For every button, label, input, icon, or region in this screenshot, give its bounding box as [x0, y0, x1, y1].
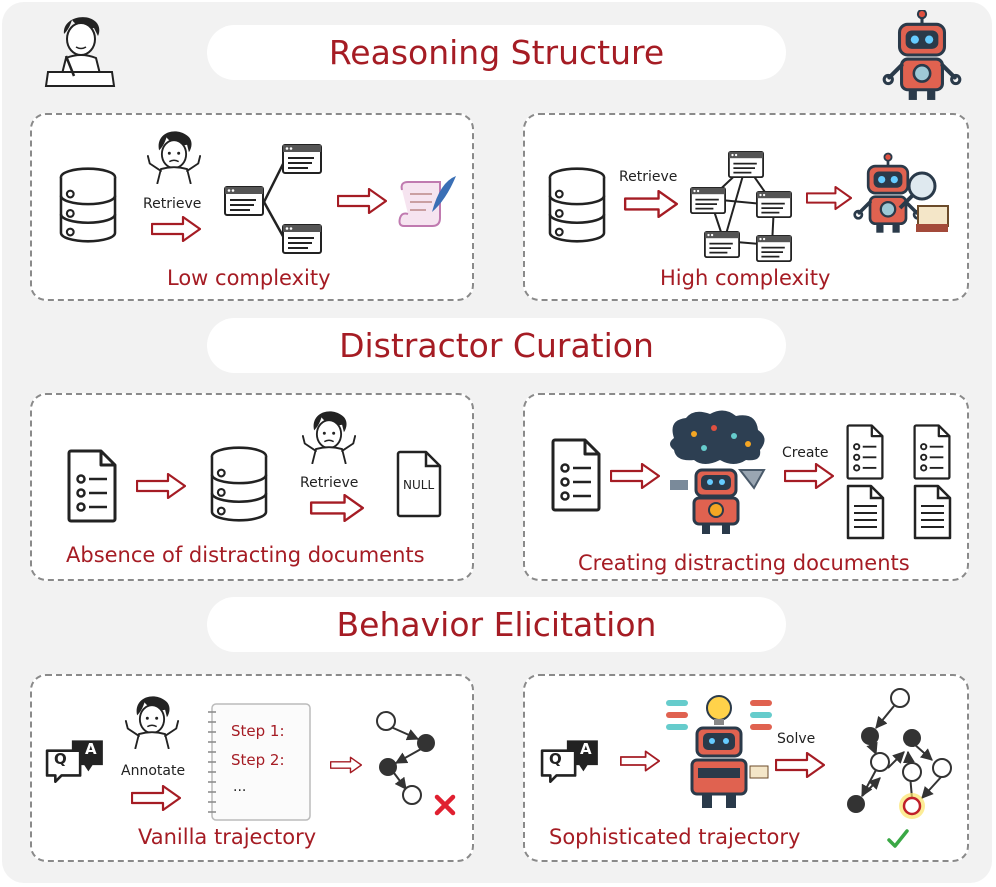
person-writing-icon: [44, 12, 116, 92]
arrow-icon: [806, 185, 852, 215]
arrow-icon: [610, 463, 660, 493]
scroll-quill-icon: [396, 172, 460, 236]
cross-icon: [434, 794, 456, 820]
caption-vanilla-trajectory: Vanilla trajectory: [138, 825, 317, 849]
caption-low-complexity: Low complexity: [167, 266, 331, 290]
annotate-label: Annotate: [121, 763, 186, 779]
caption-sophisticated-trajectory: Sophisticated trajectory: [549, 825, 801, 849]
shrug-person-icon: [124, 693, 180, 753]
arrow-icon: [131, 785, 181, 815]
notepad-icon: [206, 702, 312, 826]
robot-lightbulb-icon: [664, 688, 774, 820]
document-icon: [66, 449, 118, 527]
arrow-icon: [784, 463, 834, 493]
document-icon: [550, 438, 602, 516]
null-label: NULL: [403, 478, 435, 492]
null-document-icon: [396, 450, 442, 522]
database-icon: [204, 446, 274, 526]
create-label: Create: [782, 445, 829, 461]
a-letter: A: [85, 740, 97, 758]
robot-machine-icon: [664, 410, 774, 539]
section-title-distractor-curation: Distractor Curation: [207, 318, 786, 373]
arrow-icon: [620, 749, 660, 777]
retrieve-label: Retrieve: [300, 475, 359, 491]
section-title-behavior-elicitation: Behavior Elicitation: [207, 597, 786, 652]
caption-absence-distractors: Absence of distracting documents: [66, 543, 425, 567]
caption-creating-distractors: Creating distracting documents: [578, 551, 910, 575]
shrug-person-icon: [301, 408, 357, 468]
retrieve-label: Retrieve: [143, 196, 202, 212]
arrow-icon: [621, 190, 681, 222]
step-2-label: Step 2:: [231, 751, 285, 769]
lined-document-icon: [845, 484, 885, 544]
q-letter: Q: [549, 750, 562, 768]
step-1-label: Step 1:: [231, 722, 285, 740]
retrieved-pages-tree: [222, 140, 332, 264]
database-icon: [53, 167, 123, 247]
document-icon: [912, 424, 952, 484]
arrow-icon: [136, 473, 186, 503]
database-icon: [542, 167, 612, 247]
arrow-icon: [775, 752, 825, 782]
solve-label: Solve: [777, 731, 816, 747]
vanilla-graph-icon: [372, 705, 462, 819]
retrieved-pages-graph: [686, 143, 806, 271]
q-letter: Q: [54, 750, 67, 768]
retrieve-label: Retrieve: [619, 169, 678, 185]
shrug-person-icon: [146, 128, 202, 188]
a-letter: A: [580, 740, 592, 758]
lined-document-icon: [912, 484, 952, 544]
arrow-icon: [330, 753, 362, 781]
check-icon: [886, 828, 910, 854]
arrow-icon: [303, 494, 371, 526]
sophisticated-graph-icon: [832, 686, 962, 830]
arrow-icon: [337, 188, 387, 218]
robot-magnifier-icon: [852, 148, 952, 252]
robot-icon: [880, 10, 964, 106]
section-title-reasoning-structure: Reasoning Structure: [207, 25, 786, 80]
caption-high-complexity: High complexity: [660, 266, 831, 290]
document-icon: [845, 424, 885, 484]
arrow-icon: [151, 216, 201, 246]
ellipsis-label: ...: [233, 779, 247, 795]
